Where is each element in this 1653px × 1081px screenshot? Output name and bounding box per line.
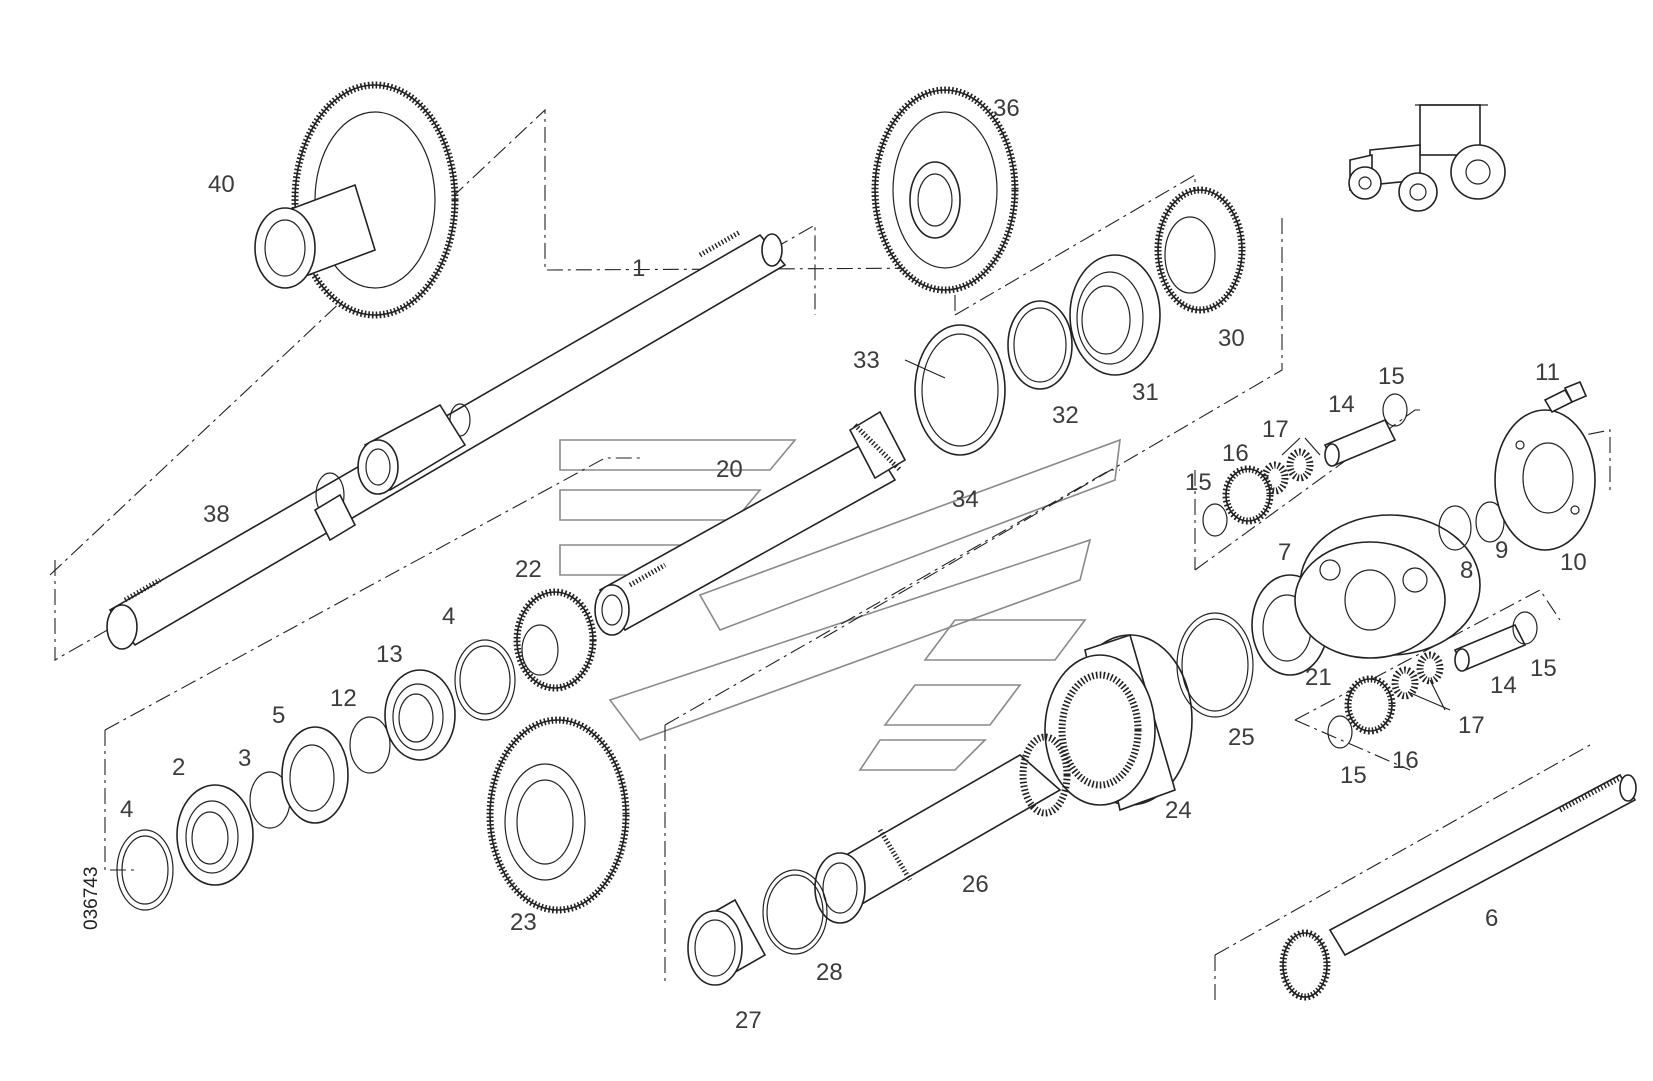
part-bearing-13 xyxy=(384,669,456,761)
part-bolt-11 xyxy=(1543,380,1588,414)
callout-28: 28 xyxy=(816,959,843,986)
part-circlip-4-upper xyxy=(454,639,516,721)
part-circlip-9 xyxy=(1475,501,1505,543)
part-bearing-31 xyxy=(1069,254,1161,376)
part-circlip-28 xyxy=(762,869,828,955)
callout-21: 21 xyxy=(1305,664,1332,691)
callout-36: 36 xyxy=(993,95,1020,122)
callout-12: 12 xyxy=(330,685,357,712)
part-gear-40 xyxy=(254,81,459,319)
callout-38: 38 xyxy=(203,501,230,528)
callout-15-c: 15 xyxy=(1530,655,1557,682)
callout-22: 22 xyxy=(515,556,542,583)
callout-27: 27 xyxy=(735,1007,762,1034)
part-gear-22 xyxy=(513,588,597,692)
callout-24: 24 xyxy=(1165,797,1192,824)
callout-40: 40 xyxy=(208,171,235,198)
part-circlip-4-lower xyxy=(116,829,174,911)
part-ring-8 xyxy=(1438,505,1472,551)
callout-2: 2 xyxy=(172,754,185,781)
callout-16-lower: 16 xyxy=(1392,747,1419,774)
callout-17-upper: 17 xyxy=(1262,416,1289,443)
part-bearing-5 xyxy=(281,726,349,824)
part-shaft-20 xyxy=(594,410,907,636)
callout-16-upper: 16 xyxy=(1222,440,1249,467)
drawing-reference-number: 036743 xyxy=(81,867,102,930)
callout-30: 30 xyxy=(1218,325,1245,352)
callout-15-b: 15 xyxy=(1185,469,1212,496)
callout-3: 3 xyxy=(238,745,251,772)
part-flange-10 xyxy=(1494,409,1596,551)
callout-7: 7 xyxy=(1278,539,1291,566)
callout-6: 6 xyxy=(1485,905,1498,932)
part-gear-23 xyxy=(486,716,630,914)
callout-5: 5 xyxy=(272,702,285,729)
part-shaft-6 xyxy=(1279,773,1637,1001)
callout-8: 8 xyxy=(1460,557,1473,584)
part-drum-24 xyxy=(1044,633,1193,812)
watermark-logo xyxy=(559,438,1121,771)
callout-4-upper: 4 xyxy=(442,603,455,630)
part-shaft-26 xyxy=(814,733,1071,924)
part-circlip-12 xyxy=(349,716,391,774)
part-circlip-34 xyxy=(914,324,1006,456)
part-ring-25 xyxy=(1176,612,1254,718)
callout-4-lower: 4 xyxy=(120,796,133,823)
part-planet-set-upper xyxy=(1202,393,1408,537)
part-sleeve-27 xyxy=(687,898,767,986)
callout-17-lower: 17 xyxy=(1458,712,1485,739)
callout-33: 33 xyxy=(853,347,880,374)
callout-9: 9 xyxy=(1495,537,1508,564)
leader-lines xyxy=(904,359,1451,711)
callout-14-lower: 14 xyxy=(1490,672,1517,699)
part-carrier-7 xyxy=(1294,514,1481,659)
callout-15-a: 15 xyxy=(1378,363,1405,390)
part-ring-32 xyxy=(1007,300,1073,390)
callout-1: 1 xyxy=(632,255,645,282)
callout-15-d: 15 xyxy=(1340,762,1367,789)
part-gear-36 xyxy=(871,86,1019,294)
part-bearing-2 xyxy=(176,784,254,886)
callout-25: 25 xyxy=(1228,724,1255,751)
part-gear-30 xyxy=(1154,186,1246,314)
tractor-icon xyxy=(1348,104,1506,212)
callout-14-upper: 14 xyxy=(1328,391,1355,418)
callout-10: 10 xyxy=(1560,549,1587,576)
callout-20: 20 xyxy=(716,456,743,483)
callout-23: 23 xyxy=(510,909,537,936)
part-sleeve-38 xyxy=(313,403,467,542)
callout-11: 11 xyxy=(1535,359,1560,386)
callout-labels: 1 2 3 4 4 5 6 7 8 9 10 11 12 13 14 14 15… xyxy=(120,95,1587,1034)
callout-32: 32 xyxy=(1052,402,1079,429)
callout-13: 13 xyxy=(376,641,403,668)
callout-26: 26 xyxy=(962,871,989,898)
callout-34: 34 xyxy=(952,486,979,513)
callout-31: 31 xyxy=(1132,379,1159,406)
part-planet-set-lower xyxy=(1327,611,1538,749)
